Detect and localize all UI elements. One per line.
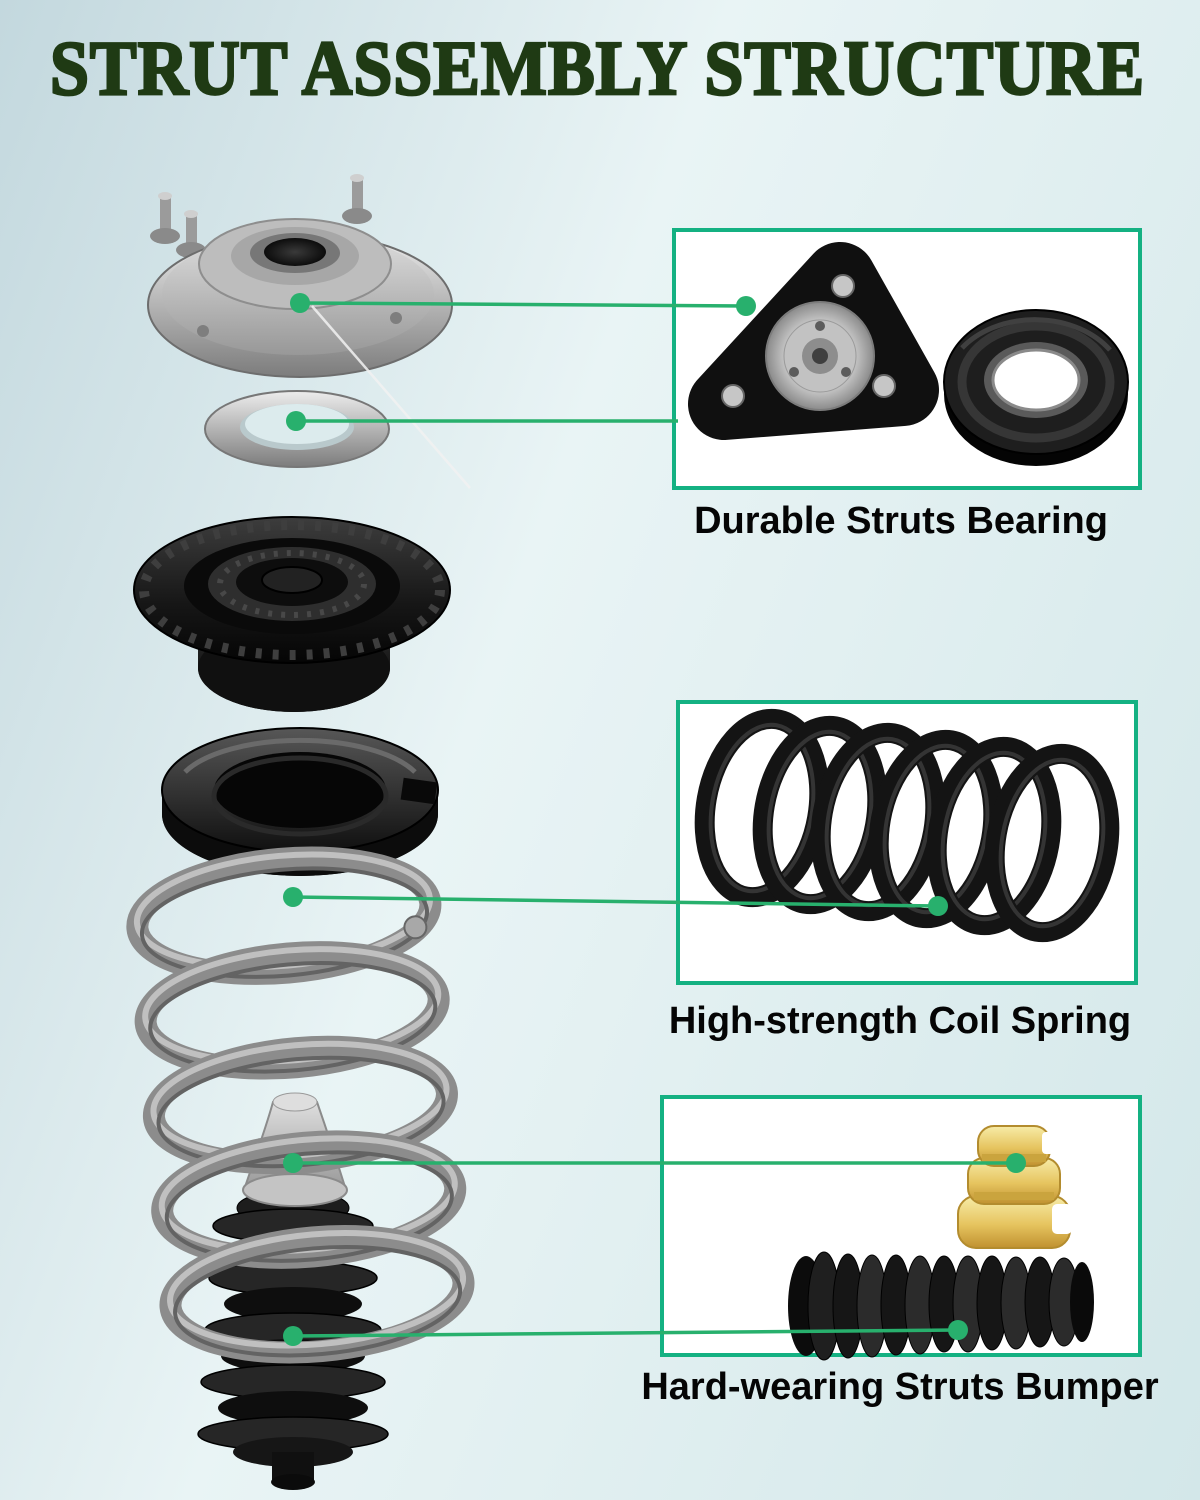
callout-box-bearing [672,228,1142,490]
callout-box-bumper [660,1095,1142,1357]
bump-stop-part [242,1092,348,1207]
callout-label-bearing: Durable Struts Bearing [694,500,1108,542]
dust-boot-part [197,1189,389,1490]
page-title: STRUT ASSEMBLY STRUCTURE [49,26,1146,113]
callout-box-spring [676,700,1138,985]
callout-label-spring: High-strength Coil Spring [668,1000,1132,1042]
strut-mount-part [147,174,453,378]
strut-bearing-part [133,516,451,712]
callout-label-bumper: Hard-wearing Struts Bumper [641,1366,1159,1408]
spring-seat-part [161,727,439,876]
coil-spring-part [126,846,475,1364]
bearing-spacer-ring-part [204,305,471,489]
